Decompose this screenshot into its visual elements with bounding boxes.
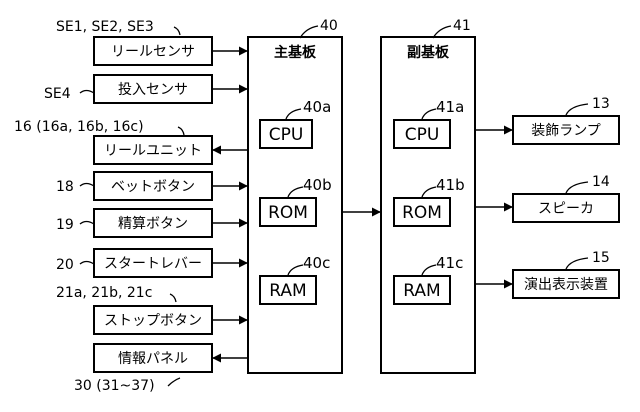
stop-button-label: ストップボタン [104, 313, 202, 329]
main-cpu-ref: 40a [303, 98, 331, 116]
effect-display-label: 演出表示装置 [524, 277, 608, 293]
sub-ram-label: RAM [403, 281, 440, 301]
sub-board-ref: 41 [453, 18, 471, 34]
main-board: 主基板 40 CPU 40a ROM 40b RAM 40c [248, 18, 342, 373]
deco-lamp-ref: 13 [592, 96, 610, 112]
start-lever-block: 20 スタートレバー [56, 249, 212, 277]
settle-button-block: 19 精算ボタン [56, 209, 212, 237]
left-connections [212, 51, 247, 358]
bet-button-leader [80, 184, 94, 187]
info-panel-label: 情報パネル [118, 351, 188, 367]
main-rom-ref: 40b [303, 176, 332, 194]
start-lever-ref: 20 [56, 257, 74, 273]
settle-button-leader [80, 222, 94, 225]
deco-lamp-block: 装飾ランプ 13 [513, 96, 619, 144]
speaker-label: スピーカ [538, 201, 594, 217]
sub-rom-label: ROM [402, 203, 442, 223]
main-ram-ref: 40c [303, 254, 330, 272]
main-board-title: 主基板 [274, 44, 317, 61]
sub-rom-ref: 41b [436, 176, 465, 194]
stop-button-ref: 21a, 21b, 21c [56, 285, 152, 301]
deco-lamp-leader [566, 104, 588, 115]
start-lever-leader [80, 262, 94, 265]
bet-button-ref: 18 [56, 179, 74, 195]
insert-sensor-ref: SE4 [44, 86, 71, 102]
stop-button-block: 21a, 21b, 21c ストップボタン [56, 285, 212, 334]
info-panel-ref: 30 (31~37) [74, 378, 155, 394]
main-cpu-label: CPU [269, 125, 304, 145]
effect-display-block: 演出表示装置 15 [513, 250, 619, 298]
speaker-ref: 14 [592, 174, 610, 190]
reel-sensor-label: リールセンサ [111, 44, 195, 60]
speaker-block: スピーカ 14 [513, 174, 619, 222]
sub-cpu-label: CPU [405, 125, 440, 145]
main-ram-label: RAM [269, 281, 306, 301]
reel-sensor-block: SE1, SE2, SE3 リールセンサ [56, 19, 212, 65]
reel-sensor-leader [174, 27, 180, 35]
effect-display-leader [566, 258, 588, 269]
speaker-leader [566, 182, 588, 193]
insert-sensor-leader [80, 91, 94, 94]
insert-sensor-block: SE4 投入センサ [44, 75, 212, 103]
sub-board-title: 副基板 [407, 44, 450, 61]
main-board-ref: 40 [320, 18, 338, 34]
stop-button-leader [170, 294, 176, 302]
reel-unit-leader [178, 127, 184, 135]
right-connections [475, 130, 512, 284]
bet-button-label: ベットボタン [111, 179, 195, 195]
effect-display-ref: 15 [592, 250, 610, 266]
reel-unit-ref: 16 (16a, 16b, 16c) [14, 119, 144, 135]
insert-sensor-label: 投入センサ [118, 82, 188, 98]
sub-board: 副基板 41 CPU 41a ROM 41b RAM 41c [381, 18, 475, 373]
info-panel-block: 情報パネル 30 (31~37) [74, 344, 212, 394]
settle-button-label: 精算ボタン [118, 216, 188, 232]
reel-unit-block: 16 (16a, 16b, 16c) リールユニット [14, 119, 212, 164]
info-panel-leader [168, 378, 180, 386]
deco-lamp-label: 装飾ランプ [531, 123, 601, 139]
reel-unit-label: リールユニット [104, 143, 202, 159]
reel-sensor-ref: SE1, SE2, SE3 [56, 19, 154, 35]
sub-ram-ref: 41c [436, 254, 463, 272]
main-rom-label: ROM [268, 203, 308, 223]
sub-cpu-ref: 41a [436, 98, 464, 116]
start-lever-label: スタートレバー [104, 256, 202, 272]
bet-button-block: 18 ベットボタン [56, 172, 212, 200]
settle-button-ref: 19 [56, 217, 74, 233]
